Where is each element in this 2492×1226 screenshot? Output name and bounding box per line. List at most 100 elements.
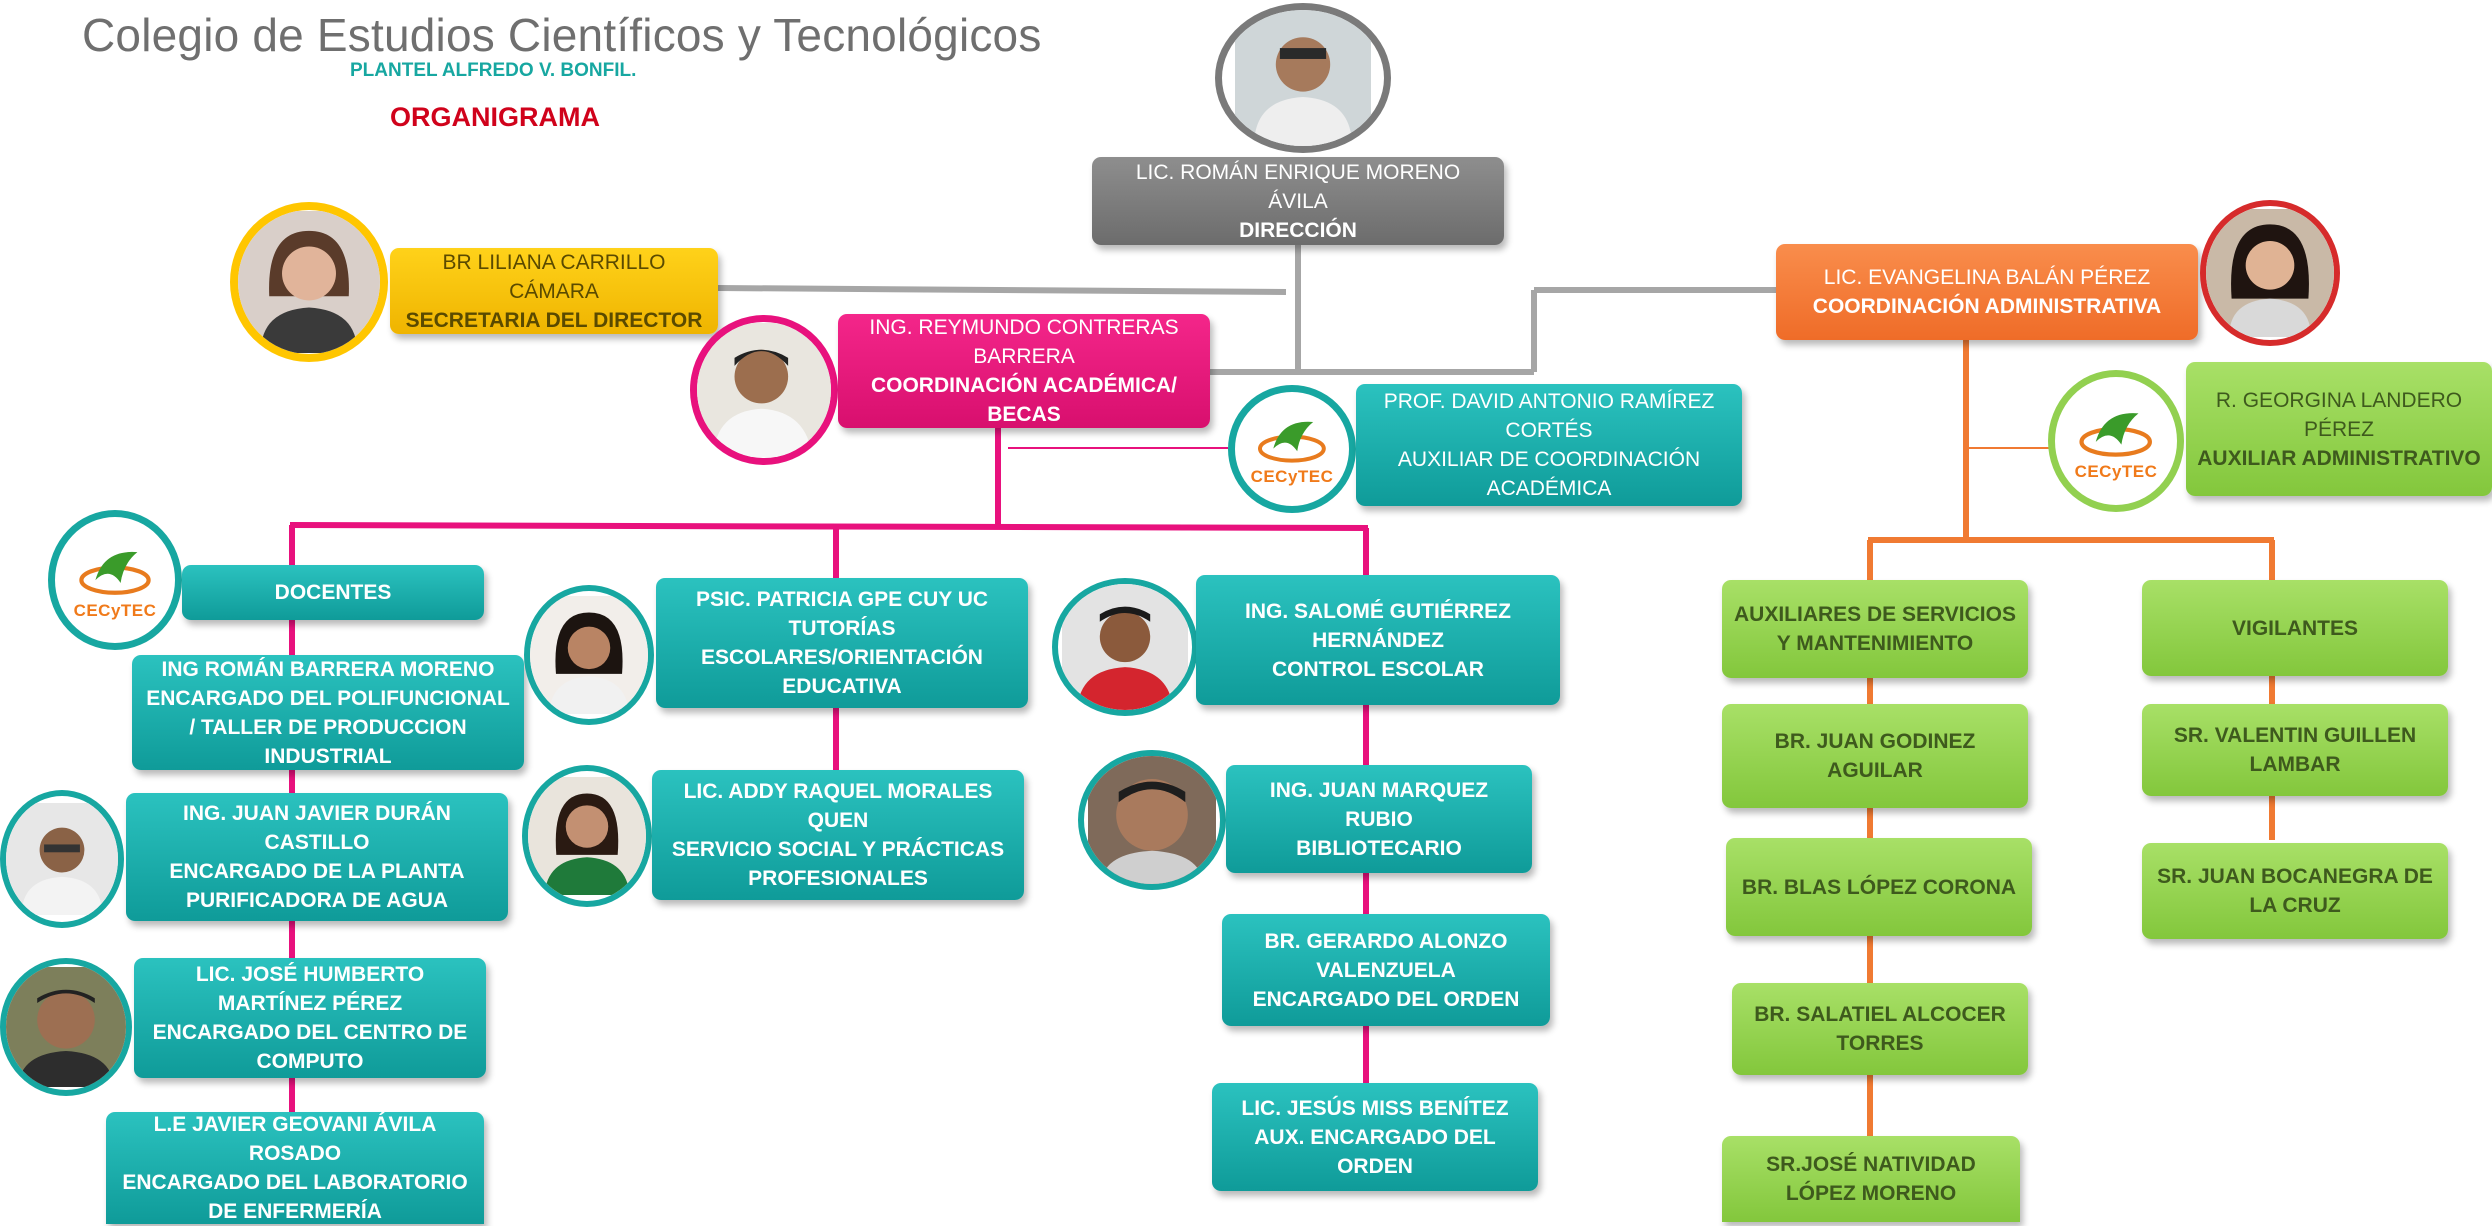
cecytec-logo: CECyTEC bbox=[48, 510, 182, 650]
node-line: TUTORÍAS bbox=[788, 617, 896, 640]
node-role: COORDINACIÓN ACADÉMICA/ BECAS bbox=[870, 374, 1178, 426]
page-title: Colegio de Estudios Científicos y Tecnol… bbox=[82, 9, 1042, 61]
avatar-biblio bbox=[1078, 750, 1226, 890]
node-tutorias: PSIC. PATRICIA GPE CUY UC TUTORÍAS ESCOL… bbox=[656, 578, 1028, 708]
node-line: ING. JUAN MARQUEZ bbox=[1269, 778, 1489, 802]
node-line: SR. JUAN BOCANEGRA DE bbox=[2157, 865, 2433, 888]
node-line: QUEN bbox=[807, 809, 869, 832]
node-orden-1: BR. GERARDO ALONZO VALENZUELA ENCARGADO … bbox=[1222, 914, 1550, 1026]
avatar-director bbox=[1215, 3, 1391, 153]
page-subtitle: PLANTEL ALFREDO V. BONFIL. bbox=[350, 60, 637, 81]
node-line: LA CRUZ bbox=[2249, 894, 2341, 917]
node-vigilantes-2: SR. JUAN BOCANEGRA DE LA CRUZ bbox=[2142, 843, 2448, 939]
node-line: BR. SALATIEL ALCOCER bbox=[1754, 1003, 2006, 1026]
person-photo-icon bbox=[697, 323, 831, 457]
node-line: LIC. JESÚS MISS BENÍTEZ bbox=[1241, 1096, 1509, 1120]
cecytec-logo: CECyTEC bbox=[2048, 370, 2184, 512]
cecytec-logo-mark bbox=[2079, 412, 2153, 457]
node-line: VIGILANTES bbox=[2231, 616, 2358, 640]
node-servicio: LIC. ADDY RAQUEL MORALES QUEN SERVICIO S… bbox=[652, 770, 1024, 900]
node-line: L.E JAVIER GEOVANI ÁVILA bbox=[153, 1113, 437, 1136]
node-line: COMPUTO bbox=[256, 1050, 364, 1073]
node-docente-2: ING. JUAN JAVIER DURÁN CASTILLO ENCARGAD… bbox=[126, 793, 508, 921]
node-servicios-3: BR. SALATIEL ALCOCER TORRES bbox=[1732, 983, 2028, 1075]
node-line: ESCOLARES/ORIENTACIÓN bbox=[701, 646, 983, 669]
connector-line bbox=[717, 285, 1287, 295]
node-line: AUXILIARES DE SERVICIOS bbox=[1733, 603, 2016, 626]
person-photo-icon bbox=[6, 803, 118, 915]
node-aux-servicios: AUXILIARES DE SERVICIOS Y MANTENIMIENTO bbox=[1722, 580, 2028, 678]
node-line: DOCENTES bbox=[274, 581, 392, 604]
node-line: INDUSTRIAL bbox=[264, 744, 392, 768]
node-role: AUXILIAR ADMINISTRATIVO bbox=[2197, 446, 2481, 470]
avatar-docente-2 bbox=[0, 790, 124, 928]
node-line: PROFESIONALES bbox=[748, 867, 928, 890]
cecytec-logo-text: CECyTEC bbox=[73, 600, 157, 620]
node-line: ORDEN bbox=[1337, 1154, 1413, 1178]
node-secretaria: BR LILIANA CARRILLO CÁMARA SECRETARIA DE… bbox=[390, 248, 718, 334]
node-line: BR. JUAN GODINEZ bbox=[1774, 730, 1976, 753]
avatar-servicio bbox=[522, 765, 652, 907]
avatar-secretaria bbox=[230, 202, 388, 362]
node-line: CASTILLO bbox=[264, 831, 370, 854]
node-line: BIBLIOTECARIO bbox=[1296, 836, 1462, 860]
node-line: PÉREZ bbox=[2303, 417, 2374, 441]
node-line: BR. BLAS LÓPEZ CORONA bbox=[1741, 875, 2017, 899]
person-photo-icon bbox=[528, 777, 646, 895]
node-orden-2: LIC. JESÚS MISS BENÍTEZ AUX. ENCARGADO D… bbox=[1212, 1083, 1538, 1191]
node-line: R. GEORGINA LANDERO bbox=[2215, 388, 2463, 412]
node-vigilantes-1: SR. VALENTIN GUILLEN LAMBAR bbox=[2142, 704, 2448, 796]
node-line: ENCARGADO DE LA PLANTA bbox=[169, 860, 465, 883]
node-director: LIC. ROMÁN ENRIQUE MORENO ÁVILA DIRECCIÓ… bbox=[1092, 157, 1504, 245]
node-line: AGUILAR bbox=[1827, 759, 1923, 782]
person-photo-icon bbox=[238, 211, 380, 353]
node-line: SR. VALENTIN GUILLEN bbox=[2173, 724, 2417, 747]
node-line: ING ROMÁN BARRERA MORENO bbox=[161, 657, 495, 681]
cecytec-logo: CECyTEC bbox=[1228, 385, 1356, 513]
node-line: EDUCATIVA bbox=[782, 675, 902, 698]
node-line: LIC. JOSÉ HUMBERTO bbox=[195, 963, 425, 986]
node-line: ROSADO bbox=[248, 1142, 342, 1165]
node-line: ING. REYMUNDO CONTRERAS bbox=[869, 316, 1179, 339]
person-photo-icon bbox=[1235, 10, 1371, 146]
node-line: ING. JUAN JAVIER DURÁN bbox=[183, 802, 451, 825]
node-line: PURIFICADORA DE AGUA bbox=[185, 889, 449, 912]
cecytec-logo-mark bbox=[1258, 422, 1326, 463]
node-line: BARRERA bbox=[973, 345, 1075, 368]
node-coord-academica: ING. REYMUNDO CONTRERAS BARRERA COORDINA… bbox=[838, 314, 1210, 428]
node-line: ING. SALOMÉ GUTIÉRREZ bbox=[1244, 599, 1511, 623]
node-line: TORRES bbox=[1836, 1032, 1924, 1055]
person-photo-icon bbox=[1062, 584, 1188, 710]
cecytec-logo-mark bbox=[79, 552, 151, 596]
person-photo-icon bbox=[6, 967, 126, 1087]
node-line: LIC. ROMÁN ENRIQUE MORENO bbox=[1135, 160, 1461, 184]
node-line: LIC. EVANGELINA BALÁN PÉREZ bbox=[1823, 266, 2151, 289]
connector-line bbox=[289, 522, 1369, 531]
node-line: RUBIO bbox=[1345, 807, 1413, 831]
node-vigilantes: VIGILANTES bbox=[2142, 580, 2448, 676]
node-role: COORDINACIÓN ADMINISTRATIVA bbox=[1812, 295, 2162, 318]
node-role: DIRECCIÓN bbox=[1239, 218, 1357, 242]
person-photo-icon bbox=[2206, 209, 2334, 337]
node-aux-admin: R. GEORGINA LANDERO PÉREZ AUXILIAR ADMIN… bbox=[2186, 362, 2492, 496]
node-docentes: DOCENTES bbox=[182, 565, 484, 620]
node-line: ENCARGADO DEL CENTRO DE bbox=[152, 1021, 468, 1044]
cecytec-logo-text: CECyTEC bbox=[2074, 462, 2158, 482]
node-line: SERVICIO SOCIAL Y PRÁCTICAS bbox=[671, 838, 1005, 861]
node-docente-3: LIC. JOSÉ HUMBERTO MARTÍNEZ PÉREZ ENCARG… bbox=[134, 958, 486, 1078]
node-line: ÁVILA bbox=[1268, 189, 1328, 213]
node-servicios-1: BR. JUAN GODINEZ AGUILAR bbox=[1722, 704, 2028, 808]
node-line: AUX. ENCARGADO DEL bbox=[1254, 1125, 1496, 1149]
node-line: SR.JOSÉ NATIVIDAD bbox=[1766, 1153, 1976, 1176]
person-photo-icon bbox=[530, 596, 648, 714]
chart-heading: ORGANIGRAMA bbox=[390, 102, 600, 132]
node-docente-4: L.E JAVIER GEOVANI ÁVILA ROSADO ENCARGAD… bbox=[106, 1112, 484, 1224]
node-line: CORTÉS bbox=[1505, 419, 1593, 442]
node-line: ACADÉMICA bbox=[1486, 477, 1612, 500]
node-line: ENCARGADO DEL POLIFUNCIONAL bbox=[146, 686, 510, 710]
node-line: DE ENFERMERÍA bbox=[208, 1200, 382, 1223]
avatar-docente-3 bbox=[0, 958, 132, 1096]
cecytec-logo-text: CECyTEC bbox=[1250, 466, 1334, 486]
node-line: ENCARGADO DEL LABORATORIO bbox=[122, 1171, 468, 1194]
node-servicios-2: BR. BLAS LÓPEZ CORONA bbox=[1726, 838, 2032, 936]
